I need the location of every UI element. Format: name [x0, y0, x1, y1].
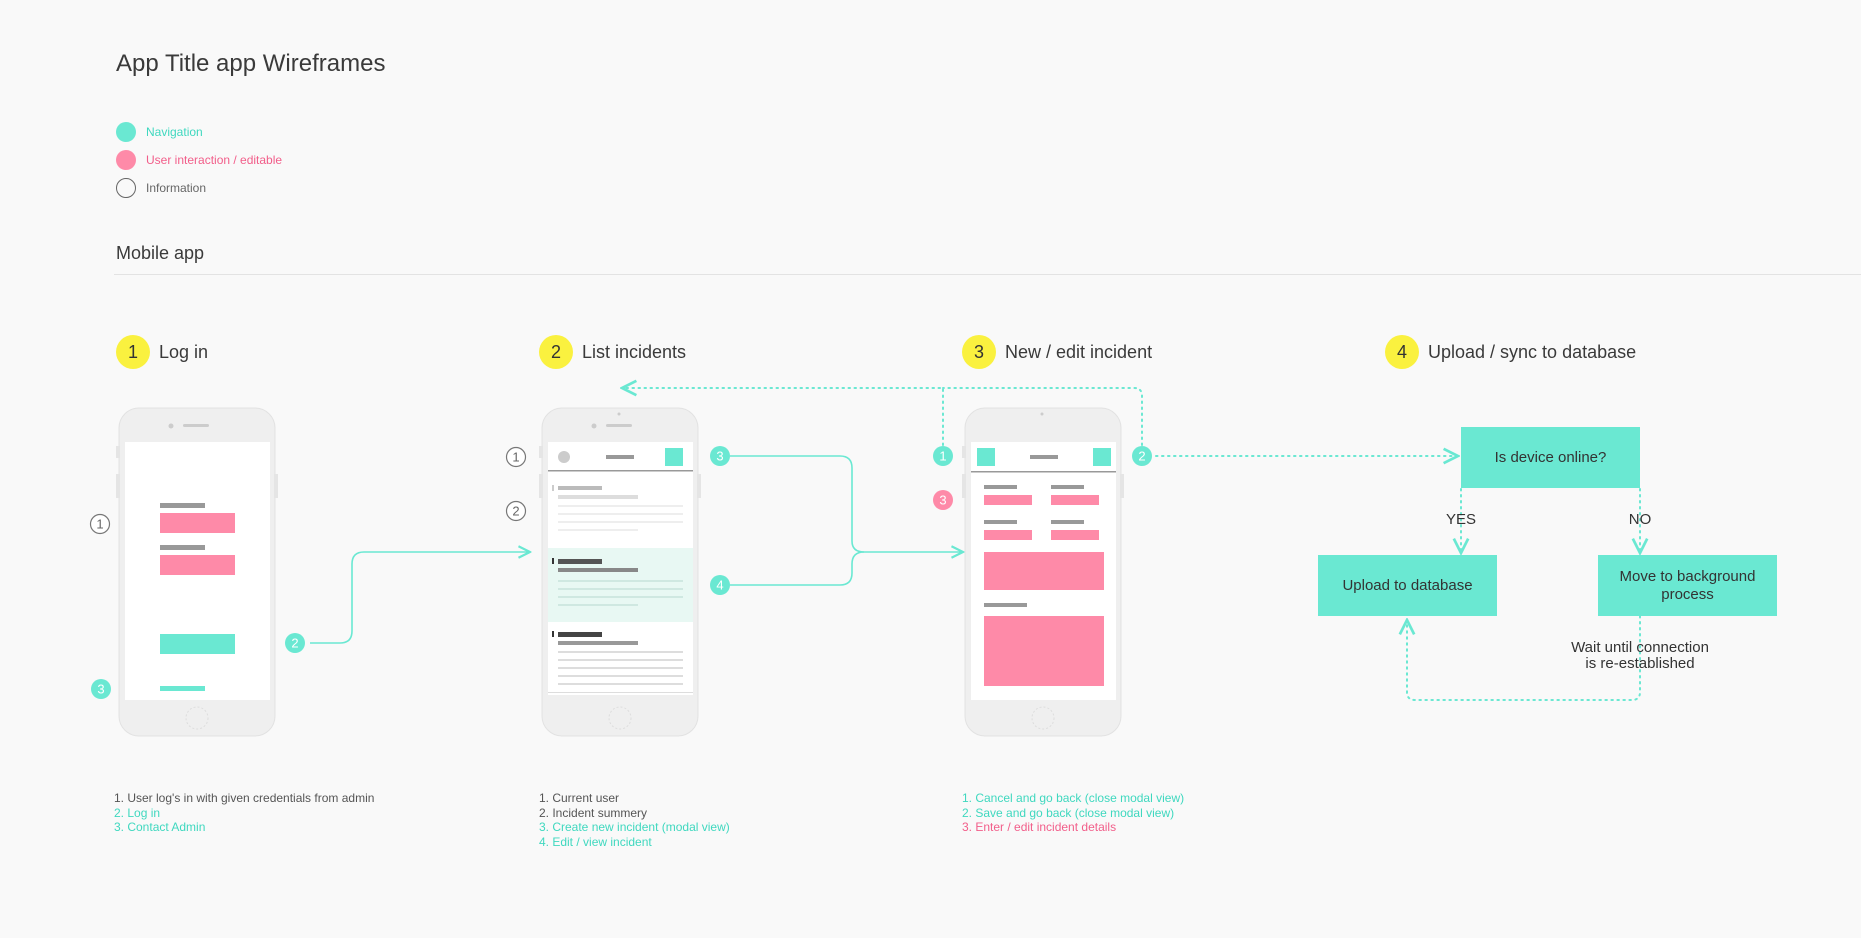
note-item: 4. Edit / view incident — [539, 834, 652, 849]
step-number-badge: 4 — [1385, 335, 1419, 369]
decision-online-box: Is device online? — [1461, 427, 1640, 488]
callout-login-3: 3 — [91, 679, 111, 699]
phone-list — [539, 407, 701, 737]
phone-edit — [962, 407, 1124, 737]
note-item: 2. Incident summery — [539, 805, 648, 820]
interaction-dot-icon — [116, 150, 136, 170]
notes-login: 1. User log's in with given credentials … — [114, 791, 374, 835]
callout-number: 3 — [939, 493, 946, 508]
information-dot-icon — [116, 178, 136, 198]
wait-note-line: is re-established — [1585, 655, 1695, 672]
navigation-dot-icon — [116, 122, 136, 142]
section-title: Mobile app — [116, 243, 205, 263]
step-header-upload: 4 Upload / sync to database — [1385, 335, 1636, 369]
step-number-badge: 3 — [962, 335, 996, 369]
page-title: App Title app Wireframes — [116, 50, 386, 77]
callout-number: 4 — [716, 578, 723, 593]
notes-list: 1. Current user 2. Incident summery 3. C… — [539, 791, 730, 849]
background-process-box: Move to background process — [1598, 555, 1777, 616]
note-item: 3. Create new incident (modal view) — [539, 820, 730, 834]
callout-number: 1 — [512, 450, 519, 465]
note-item: 2. Save and go back (close modal view) — [962, 805, 1175, 820]
callout-list-2: 2 — [505, 500, 527, 522]
callout-edit-2: 2 — [1132, 446, 1152, 466]
step-header-login: 1 Log in — [116, 335, 208, 369]
legend-interaction: User interaction / editable — [116, 150, 282, 170]
note-item: 1. Cancel and go back (close modal view) — [962, 791, 1185, 805]
callout-list-3: 3 — [710, 446, 730, 466]
wait-note-line: Wait until connection — [1571, 639, 1709, 656]
step-number-badge: 2 — [539, 335, 573, 369]
note-item: 1. User log's in with given credentials … — [114, 791, 375, 805]
step-header-edit: 3 New / edit incident — [962, 335, 1152, 369]
legend-label: User interaction / editable — [146, 153, 283, 167]
yes-label: YES — [1445, 511, 1476, 528]
wait-note: Wait until connection is re-established — [1560, 640, 1720, 672]
callout-number: 1 — [96, 517, 103, 532]
callout-number: 3 — [97, 682, 104, 697]
legend-label: Navigation — [146, 125, 203, 139]
step-title: Log in — [159, 341, 209, 362]
upload-database-box: Upload to database — [1318, 555, 1497, 616]
note-item: 2. Log in — [114, 805, 161, 820]
callout-number: 1 — [939, 449, 946, 464]
callout-number: 2 — [1138, 449, 1145, 464]
legend-information: Information — [116, 178, 206, 198]
section-divider — [114, 274, 1861, 275]
callout-number: 2 — [512, 504, 519, 519]
phone-login — [116, 407, 278, 737]
no-label: NO — [1628, 511, 1652, 528]
step-title: New / edit incident — [1005, 341, 1153, 362]
callout-list-4: 4 — [710, 575, 730, 595]
notes-edit: 1. Cancel and go back (close modal view)… — [962, 791, 1184, 835]
legend-navigation: Navigation — [116, 122, 203, 142]
note-item: 1. Current user — [539, 791, 620, 805]
callout-edit-3: 3 — [933, 490, 953, 510]
step-title: List incidents — [582, 341, 687, 362]
step-title: Upload / sync to database — [1428, 341, 1637, 362]
step-header-list: 2 List incidents — [539, 335, 686, 369]
callout-number: 3 — [716, 449, 723, 464]
callout-list-1: 1 — [505, 446, 527, 468]
legend-label: Information — [146, 181, 207, 195]
callout-number: 2 — [291, 636, 298, 651]
callout-login-1: 1 — [89, 513, 111, 535]
callout-login-2: 2 — [285, 633, 305, 653]
callout-edit-1: 1 — [933, 446, 953, 466]
note-item: 3. Enter / edit incident details — [962, 820, 1117, 834]
note-item: 3. Contact Admin — [114, 820, 206, 834]
step-number-badge: 1 — [116, 335, 150, 369]
